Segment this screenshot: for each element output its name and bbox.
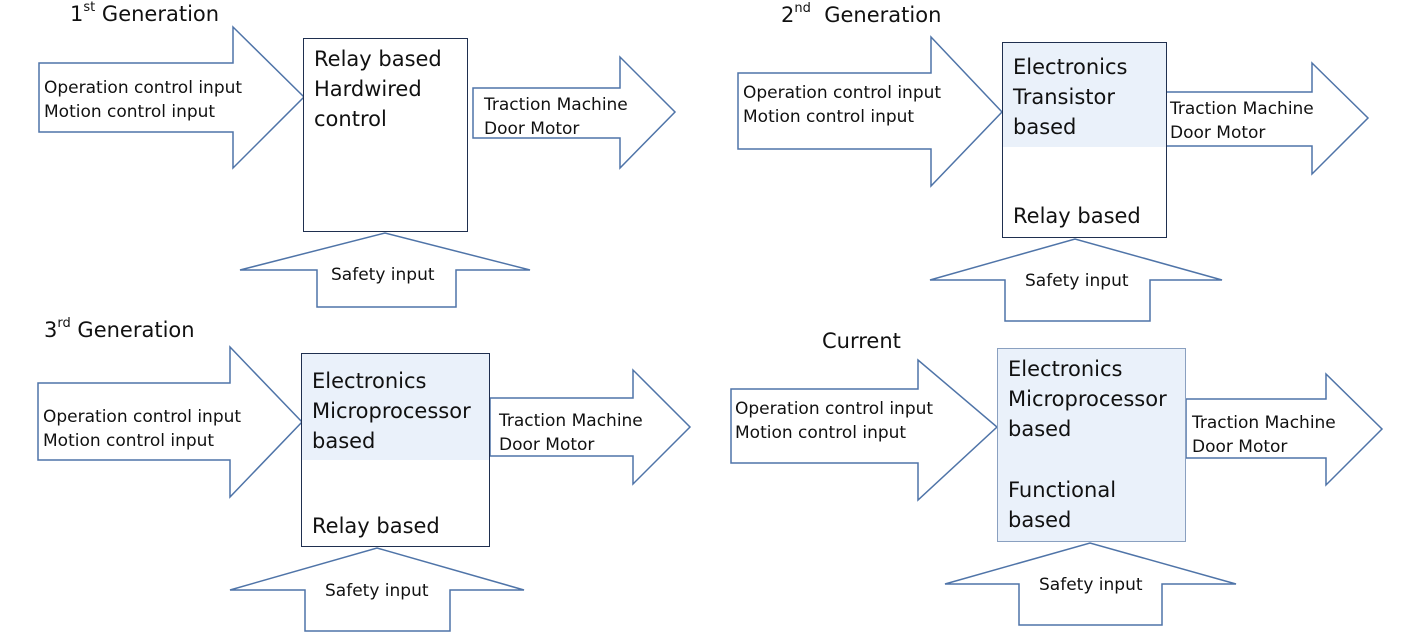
gen2-input-arrow	[737, 35, 1004, 188]
gen3-shaded-region	[302, 354, 489, 460]
gen3-input-arrow	[37, 345, 304, 499]
gen3-safety-label: Safety input	[325, 581, 429, 601]
gen1-safety-arrow	[239, 232, 531, 308]
gen2-output-arrow	[1165, 61, 1370, 176]
gen3-output-arrow	[489, 368, 692, 486]
current-safety-label: Safety input	[1039, 575, 1143, 595]
current-output-arrow	[1185, 372, 1384, 487]
gen2-shaded-region	[1003, 43, 1166, 147]
current-safety-arrow	[944, 542, 1237, 626]
gen2-title: 2nd Generation	[781, 1, 942, 27]
gen2-controller-bottom-text: Relay based	[1013, 204, 1141, 228]
gen3-safety-arrow	[229, 547, 525, 632]
gen2-safety-label: Safety input	[1025, 271, 1129, 291]
gen3-title: 3rd Generation	[44, 316, 195, 342]
gen2-safety-arrow	[929, 238, 1223, 322]
gen1-output-arrow	[472, 55, 677, 170]
gen1-input-arrow	[38, 25, 306, 170]
gen1-safety-label: Safety input	[331, 265, 435, 285]
gen1-title: 1st Generation	[70, 0, 220, 26]
gen3-controller-bottom-text: Relay based	[312, 514, 440, 538]
current-input-arrow	[730, 358, 999, 502]
current-title: Current	[822, 329, 901, 353]
